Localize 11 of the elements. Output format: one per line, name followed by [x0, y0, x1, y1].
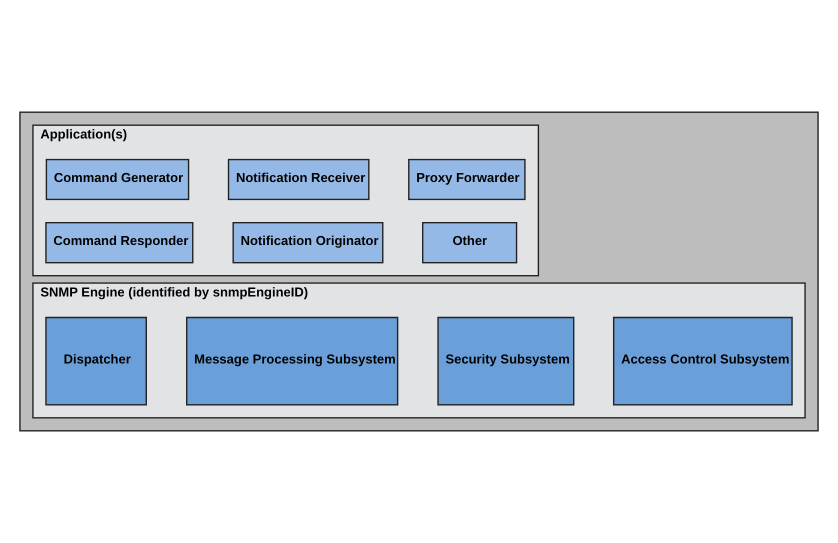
node-box: Proxy Forwarder — [408, 158, 526, 200]
node-box: Dispatcher — [45, 316, 147, 406]
node-box: Command Responder — [45, 222, 194, 264]
node-box: Other — [422, 222, 518, 264]
node-box: Command Generator — [46, 158, 190, 200]
node-box: Message Processing Subsystem — [186, 316, 398, 406]
node-box: Access Control Subsystem — [612, 316, 793, 406]
cluster — [19, 111, 819, 432]
node-box: Notification Receiver — [228, 158, 370, 200]
node-box: Security Subsystem — [437, 316, 574, 406]
node-box: Notification Originator — [232, 222, 384, 264]
